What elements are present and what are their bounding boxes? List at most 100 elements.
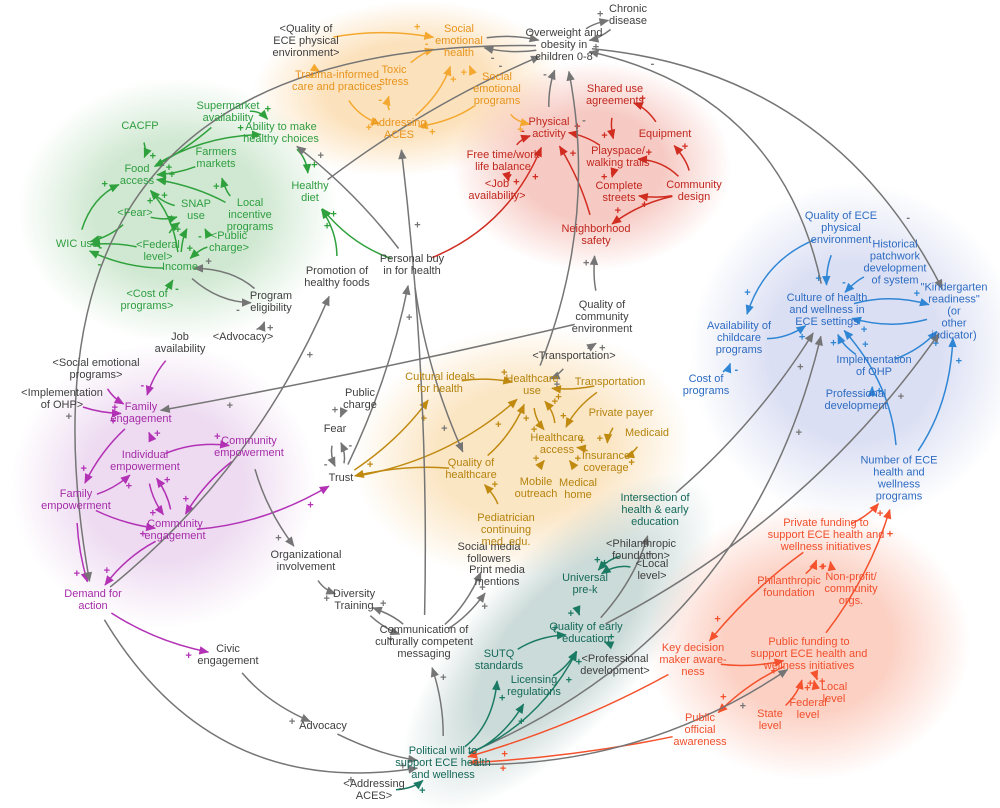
edge-sign: +: [601, 558, 607, 570]
edge-sign: +: [887, 529, 893, 541]
edge-sign: +: [532, 172, 538, 184]
edge-sign: +: [639, 93, 645, 105]
edge-cultural-ideals-to-hc-use: [461, 376, 514, 385]
edge-comm-to-print-media: [447, 592, 486, 630]
edge-sign: +: [597, 433, 603, 445]
edge-sign: +: [601, 171, 607, 183]
edge-sign: +: [162, 177, 168, 189]
edge-mobile-to-hc-access: [535, 459, 545, 471]
edge-sign: +: [861, 324, 867, 336]
edge-sign: +: [205, 256, 211, 268]
edge-intersection-to-culture: [675, 332, 814, 494]
edge-priv-fund-to-key-dec: [708, 551, 804, 642]
edge-comm-eng-to-demand: [104, 540, 156, 586]
edge-comm-to-aces: [398, 149, 427, 616]
edge-overweight-to-seh: [483, 45, 537, 54]
edge-culture-to-overweight: [588, 49, 822, 284]
edge-sign: +: [804, 683, 810, 695]
edge-sign: +: [560, 410, 566, 422]
edge-sign: -: [529, 25, 533, 37]
edge-income-to-program-elig: [191, 278, 252, 307]
edge-personal-buy-in-to-healthy-diet: [321, 208, 392, 260]
edge-sign: +: [74, 568, 80, 580]
edge-sign: +: [461, 67, 467, 79]
edge-ohp-ref-to-fam-eng: [82, 406, 122, 418]
edge-sign: +: [876, 385, 882, 397]
edge-fed-ref-to-snap: [168, 221, 181, 234]
edge-local-lvl-to-pub-fund: [810, 669, 819, 681]
edge-streets-to-playspace: [610, 167, 619, 178]
edge-sign: +: [499, 693, 505, 705]
edge-sign: -: [236, 304, 240, 316]
edge-free-time-to-phys-act: [516, 134, 531, 146]
edge-political-to-qee: [468, 651, 578, 754]
edge-income-to-food-access: [149, 190, 179, 253]
edge-sign: +: [307, 350, 313, 362]
edge-sign: -: [734, 364, 738, 376]
edge-sign: +: [166, 162, 172, 174]
edge-qoh-to-trust: [353, 466, 450, 479]
edge-pub-fund-to-num-ece: [825, 508, 892, 634]
edge-supermarket-to-food-access: [153, 126, 212, 168]
edge-trust-to-personal-buy-in: [347, 284, 411, 465]
edge-phil-found-to-priv-fund: [805, 559, 818, 575]
edge-sign: +: [898, 391, 904, 403]
edge-sign: +: [492, 479, 498, 491]
edge-sign: +: [150, 151, 156, 163]
edge-trauma-to-aces: [348, 100, 381, 126]
edge-sign: +: [593, 41, 599, 53]
edge-sign: +: [267, 323, 273, 335]
edge-sign: +: [414, 219, 420, 231]
edge-sign: +: [307, 500, 313, 512]
edge-demand-to-promotion: [109, 295, 330, 588]
edge-sign: +: [429, 127, 435, 139]
edge-qee-to-kindergarten: [605, 332, 940, 625]
edge-sign: +: [513, 176, 519, 188]
edge-sign: -: [543, 69, 547, 81]
edge-state-lvl-to-pub-fund: [785, 679, 804, 707]
edge-sign: +: [531, 424, 537, 436]
edge-sign: -: [198, 230, 202, 242]
edge-hc-use-to-hc-access: [533, 407, 545, 431]
edge-patchwork-to-culture: [844, 276, 865, 293]
edge-wic-to-food-access: [81, 183, 120, 230]
edge-sign: +: [164, 474, 170, 486]
edge-cost-ref-to-income: [164, 279, 174, 291]
edge-overweight-to-chronic: [585, 18, 610, 30]
edge-sign: +: [367, 459, 373, 471]
edge-political-to-comm: [430, 666, 444, 737]
edge-sign: +: [101, 178, 107, 190]
edge-sign: +: [646, 147, 652, 159]
edge-sign: +: [608, 631, 614, 643]
edge-fed-lvl-to-pub-fund: [811, 679, 820, 691]
edge-demand-to-political: [103, 619, 419, 774]
edge-sign: +: [104, 565, 110, 577]
edge-sign: +: [126, 481, 132, 493]
edge-aces-to-toxic: [382, 95, 391, 111]
edge-farmers-to-food-access: [156, 165, 196, 179]
edge-public-charge-to-fear: [339, 407, 348, 418]
edge-demand-to-civic: [110, 612, 210, 655]
edge-sign: +: [168, 213, 174, 225]
edge-qoh-to-hc-use: [487, 403, 525, 457]
edge-sign: +: [501, 367, 507, 379]
edge-comm-design-to-nbhd-safety: [611, 195, 673, 225]
edge-sign: +: [450, 74, 456, 86]
edge-sign: +: [421, 413, 427, 425]
edge-trust-to-hc-use: [356, 398, 518, 477]
edge-sign: +: [575, 453, 581, 465]
edge-prek-to-qee: [572, 605, 581, 616]
edge-sign: +: [552, 396, 558, 408]
edge-sign: +: [517, 124, 523, 136]
edge-hc-access-to-hc-use: [544, 400, 556, 424]
edge-pediatrician-to-qoh: [484, 484, 499, 505]
edge-transport-ref-to-hc-use: [549, 368, 564, 380]
edge-sign: +: [154, 428, 160, 440]
edge-sign: +: [161, 190, 167, 202]
edge-personal-buy-in-to-qoh: [414, 287, 464, 453]
edge-sign: +: [380, 598, 386, 610]
edge-aces-ref-to-political: [395, 779, 424, 791]
edge-sign: +: [877, 508, 883, 520]
edge-qce-to-nbhd-safety: [589, 255, 599, 291]
edge-transport-ref-to-qce: [586, 342, 597, 352]
